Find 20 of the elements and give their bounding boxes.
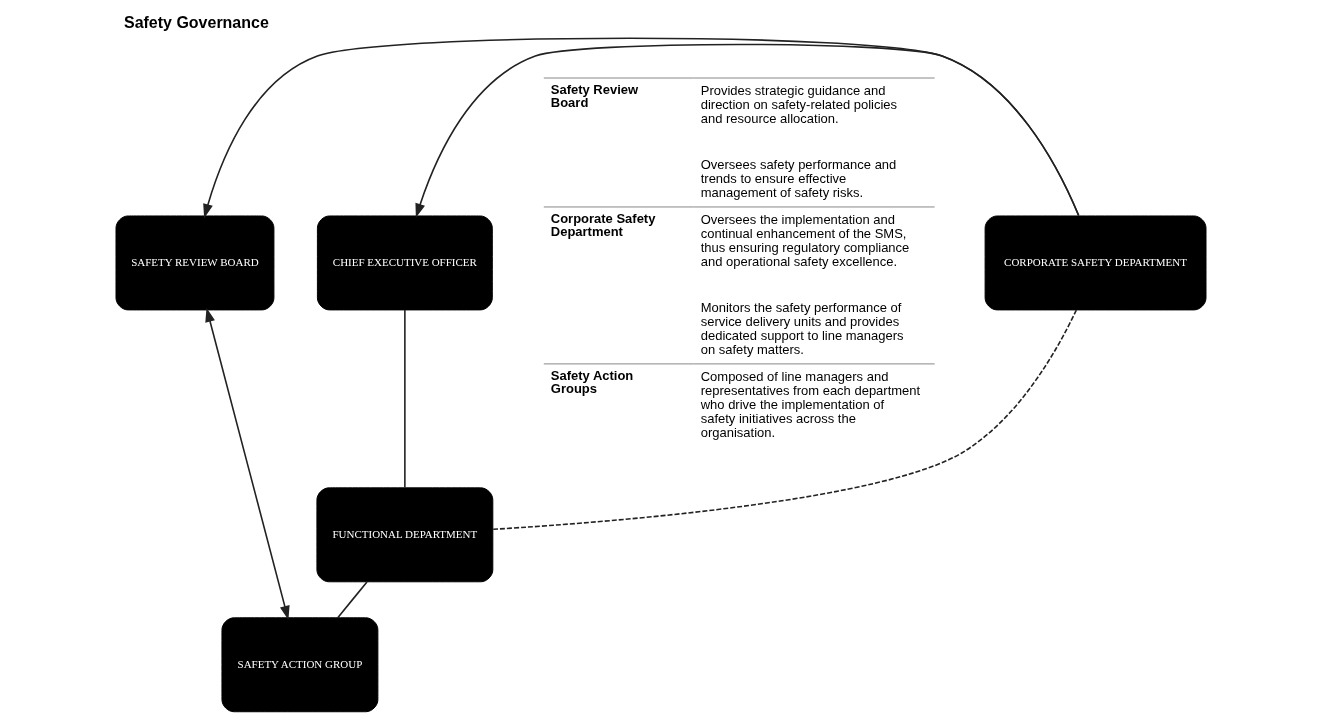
label: Safety Review Board [550,82,639,111]
node-box: FUNCTIONAL DEPARTMENT [316,487,494,583]
label: Provides strategic guidance and direction on safety-related policies and resource allocation. [700,83,898,127]
label: Oversees the implementation and continual enhancement of the SMS, thus ensuring regulatory compliance and operational safety excellence. [700,212,910,270]
arrow [205,307,290,620]
diagram-title: Safety Governance [123,14,269,32]
node-box: CHIEF EXECUTIVE OFFICER [316,215,493,311]
arrow [415,43,1080,218]
label: Safety Action Groups [550,368,634,397]
connector [336,581,368,619]
connector [404,309,406,489]
label: Monitors the safety performance of service delivery units and provides dedicated support to line managers on safety matters. [700,299,904,357]
label: Oversees safety performance and trends to ensure effective management of safety risks. [700,156,897,200]
node-box: CORPORATE SAFETY DEPARTMENT [984,215,1207,311]
label: Corporate Safety Department [550,211,656,240]
connector [492,309,1078,531]
node-box: SAFETY REVIEW BOARD [115,215,275,311]
node-box: SAFETY ACTION GROUP [221,617,379,713]
label: Composed of line managers and representatives from each department who drive the implementation of safety initiatives across the organisation. [700,369,921,441]
arrow [203,37,1080,219]
